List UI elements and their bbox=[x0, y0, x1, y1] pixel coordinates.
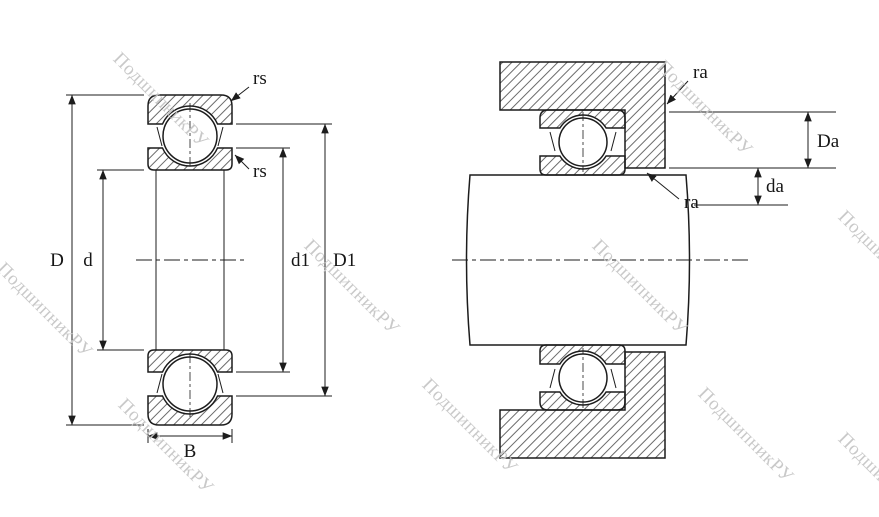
watermark-text: ПодшипникРУ bbox=[834, 206, 879, 310]
label-d: d bbox=[83, 250, 93, 271]
left-view: rs rs D d d1 D1 B bbox=[50, 68, 356, 462]
label-da: da bbox=[766, 176, 785, 197]
right-view: ra ra Da da bbox=[452, 61, 840, 459]
watermark-text: ПодшипникРУ bbox=[694, 383, 798, 487]
right-top-section bbox=[499, 61, 666, 176]
label-rs-inner: rs bbox=[253, 161, 267, 182]
label-D: D bbox=[50, 250, 64, 271]
left-bottom-section bbox=[147, 349, 233, 426]
label-D1: D1 bbox=[333, 250, 356, 271]
label-ra-shaft: ra bbox=[684, 192, 699, 213]
leader-rs-outer bbox=[230, 86, 250, 102]
label-rs-outer: rs bbox=[253, 68, 267, 89]
leader-rs-inner bbox=[234, 154, 250, 170]
leader-ra-housing bbox=[666, 80, 689, 105]
leader-ra-shaft bbox=[646, 172, 680, 200]
label-B: B bbox=[184, 441, 197, 462]
label-ra-housing: ra bbox=[693, 62, 708, 83]
right-dimensions bbox=[646, 80, 836, 206]
label-d1: d1 bbox=[291, 250, 310, 271]
watermark-text: ПодшипникРУ bbox=[834, 428, 879, 517]
watermark-layer: ПодшипникРУ ПодшипникРУ ПодшипникРУ Подш… bbox=[0, 48, 879, 517]
watermark-text: ПодшипникРУ bbox=[0, 258, 97, 362]
right-bottom-section bbox=[499, 344, 666, 459]
label-Da: Da bbox=[817, 131, 840, 152]
left-dimensions bbox=[66, 86, 332, 443]
